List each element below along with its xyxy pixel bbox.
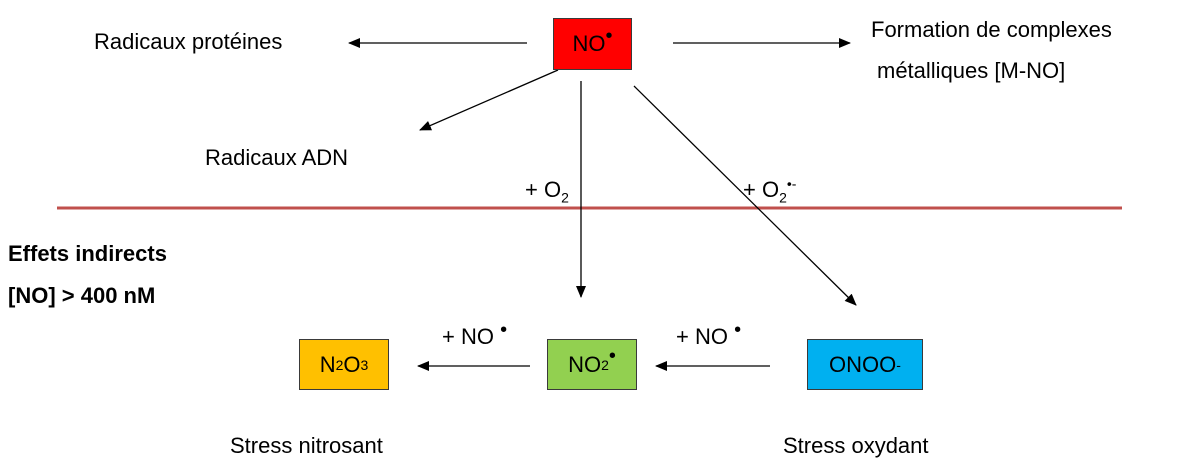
- label-stress-nitrosant: Stress nitrosant: [230, 433, 383, 458]
- plus-no-right-base: + NO: [676, 324, 728, 349]
- radical-dot: •: [608, 345, 616, 367]
- onoo-label: ONOO: [829, 351, 897, 377]
- plus-o2-sub: 2: [561, 189, 569, 206]
- label-plus-no-left: + NO •: [442, 319, 507, 351]
- no-radical-box: NO•: [553, 18, 632, 70]
- plus-superoxide-sup: •-: [786, 175, 797, 192]
- plus-o2-base: + O: [525, 177, 562, 202]
- n2o3-o: O: [343, 351, 361, 377]
- label-plus-no-right: + NO •: [676, 319, 741, 351]
- label-stress-oxydant: Stress oxydant: [783, 433, 929, 458]
- label-no-concentration: [NO] > 400 nM: [8, 283, 156, 308]
- peroxynitrite-box: ONOO-: [807, 339, 923, 390]
- label-formation-line2: métalliques [M-NO]: [877, 58, 1066, 83]
- arrow-no-to-onoo: [633, 85, 857, 306]
- label-radicaux-adn: Radicaux ADN: [205, 145, 349, 170]
- label-effets-indirects: Effets indirects: [8, 241, 167, 266]
- label-plus-superoxide: + O2•-: [743, 175, 797, 206]
- plus-superoxide-base: + O: [743, 177, 780, 202]
- plus-superoxide-sub: 2: [779, 189, 787, 206]
- radical-dot: •: [734, 319, 742, 341]
- label-radicaux-proteines: Radicaux protéines: [94, 29, 283, 54]
- label-formation-line1: Formation de complexes: [871, 17, 1112, 42]
- label-plus-o2: + O2: [525, 177, 569, 206]
- plus-no-left-base: + NO: [442, 324, 494, 349]
- n2o3-n: N: [319, 351, 336, 377]
- radical-dot: •: [605, 24, 613, 47]
- no-label: NO: [572, 31, 606, 56]
- radical-dot: •: [500, 319, 508, 341]
- no2-label: NO: [568, 351, 602, 377]
- arrow-no-to-adn: [419, 69, 559, 131]
